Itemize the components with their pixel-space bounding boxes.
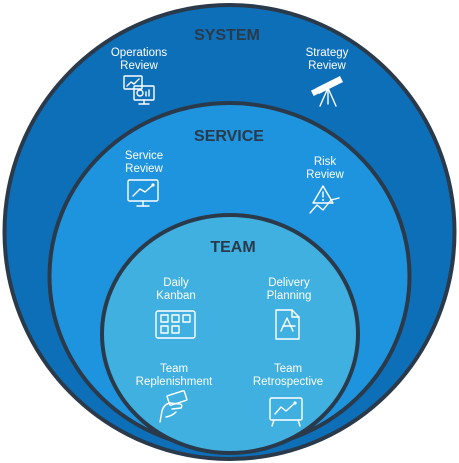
planning-document-icon xyxy=(275,309,300,340)
operations-review-label-line1: Operations xyxy=(111,47,168,59)
warning-chart-icon xyxy=(309,185,340,214)
delivery-planning-label-line1: Delivery xyxy=(268,277,310,289)
risk-review-label-line1: Risk xyxy=(314,156,337,168)
strategy-review-item: Strategy Review xyxy=(306,47,349,107)
team-retrospective-label-line2: Retrospective xyxy=(253,376,323,388)
risk-review-item: Risk Review xyxy=(306,156,345,214)
team-retrospective-item: Team Retrospective xyxy=(253,363,323,427)
strategy-review-label-line1: Strategy xyxy=(306,47,349,59)
hand-card-icon xyxy=(159,390,188,423)
team-circle xyxy=(100,213,360,455)
monitor-line-chart-icon xyxy=(127,179,159,207)
team-title: TEAM xyxy=(210,239,255,256)
daily-kanban-label-line1: Daily xyxy=(163,277,189,289)
team-replenishment-label-line1: Team xyxy=(160,363,188,375)
service-review-label-line2: Review xyxy=(125,163,163,175)
team-retrospective-label-line1: Team xyxy=(274,363,302,375)
daily-kanban-item: Daily Kanban xyxy=(155,277,196,339)
service-review-item: Service Review xyxy=(125,150,164,207)
team-replenishment-label-line2: Replenishment xyxy=(136,376,214,388)
team-replenishment-item: Team Replenishment xyxy=(136,363,214,423)
presentation-board-icon xyxy=(269,397,303,427)
system-title: SYSTEM xyxy=(194,27,260,44)
monitors-chart-icon xyxy=(123,75,155,105)
service-review-label-line1: Service xyxy=(125,150,163,162)
delivery-planning-item: Delivery Planning xyxy=(267,277,312,340)
operations-review-item: Operations Review xyxy=(111,47,168,105)
risk-review-label-line2: Review xyxy=(306,169,344,181)
delivery-planning-label-line2: Planning xyxy=(267,290,312,302)
service-title: SERVICE xyxy=(194,128,264,145)
telescope-icon xyxy=(310,76,343,107)
strategy-review-label-line2: Review xyxy=(308,60,346,72)
daily-kanban-label-line2: Kanban xyxy=(156,290,196,302)
operations-review-label-line2: Review xyxy=(120,60,158,72)
kanban-board-icon xyxy=(155,310,196,339)
